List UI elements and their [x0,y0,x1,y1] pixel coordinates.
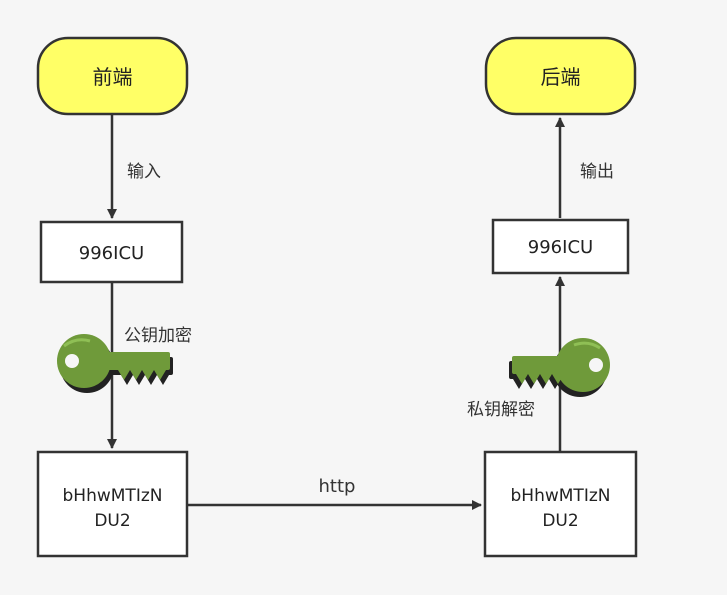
ciphertext-box-right: bHhwMTIzN DU2 [483,450,638,558]
ciphertext-right-line2: DU2 [542,511,578,531]
backend-label: 后端 [541,65,581,89]
backend-node: 后端 [484,36,637,116]
edge-label-private-key-decrypt: 私钥解密 [467,400,535,420]
plaintext-right-label: 996ICU [528,237,593,258]
plaintext-box-right: 996ICU [491,218,630,275]
ciphertext-box-left: bHhwMTIzN DU2 [36,450,189,558]
frontend-label: 前端 [93,65,133,89]
key-icon [57,334,173,393]
key-icon [509,338,610,397]
edge-label-public-key-encrypt: 公钥加密 [124,326,192,346]
plaintext-box-left: 996ICU [39,220,184,284]
edge-label-http: http [319,476,356,497]
plaintext-left-label: 996ICU [79,243,144,264]
frontend-node: 前端 [36,36,189,116]
edge-label-input: 输入 [127,162,161,182]
ciphertext-right-line1: bHhwMTIzN [511,486,611,506]
ciphertext-left-line1: bHhwMTIzN [63,486,163,506]
connectors [107,114,565,510]
ciphertext-left-line2: DU2 [94,511,130,531]
edge-label-output: 输出 [580,162,614,182]
